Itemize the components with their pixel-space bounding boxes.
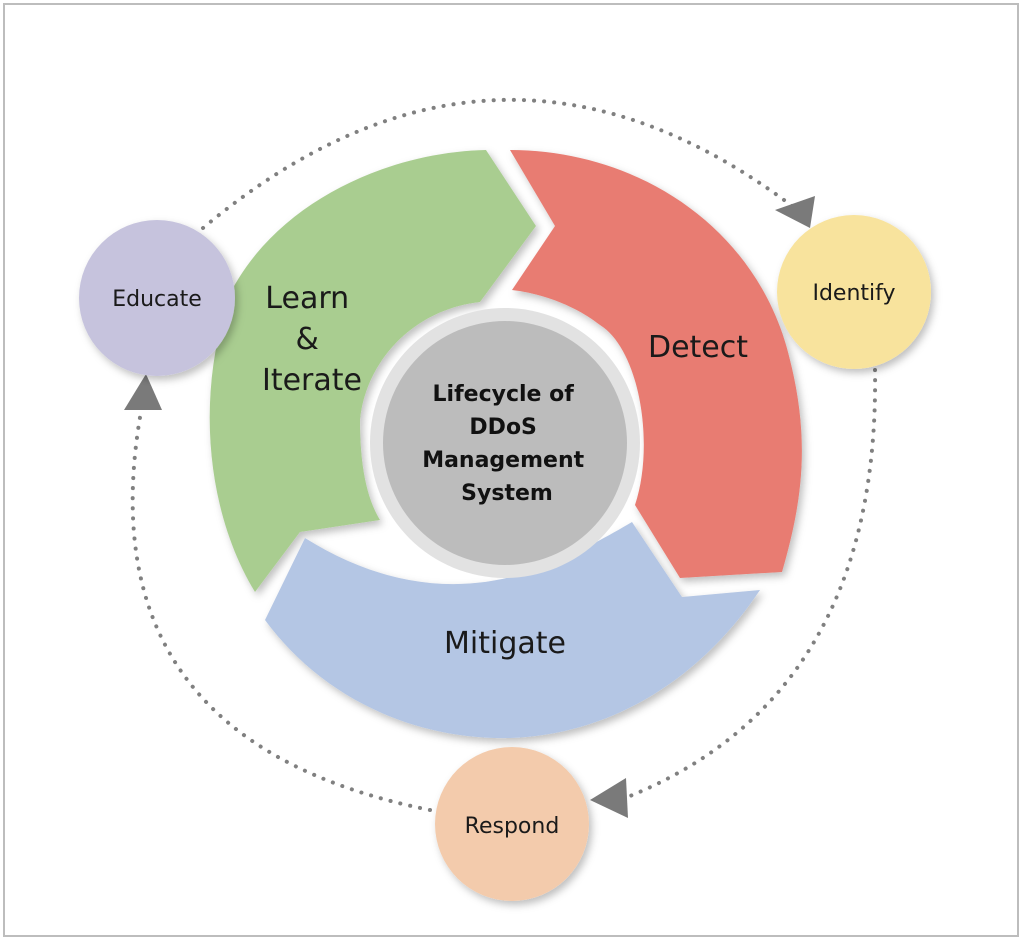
mitigate-label: Mitigate (444, 626, 566, 661)
center-title: Lifecycle of DDoS Management System (422, 382, 592, 506)
node-educate: Educate (79, 220, 235, 376)
learn-iterate-label: Learn & Iterate (262, 281, 362, 398)
educate-label: Educate (112, 287, 202, 312)
educate-circle (79, 220, 235, 376)
segment-detect (510, 150, 802, 578)
learn-line-3: Iterate (262, 363, 362, 398)
center-line-1: Lifecycle of (433, 382, 575, 407)
learn-line-2: & (296, 322, 319, 357)
identify-label: Identify (812, 281, 895, 306)
segment-mitigate (265, 522, 760, 739)
center-line-4: System (461, 481, 553, 506)
node-respond: Respond (435, 747, 589, 901)
arrowhead-to-identify (775, 196, 815, 228)
learn-line-1: Learn (265, 281, 349, 316)
outer-cycle (124, 97, 878, 818)
center-circle (383, 321, 627, 565)
identify-circle (777, 215, 931, 369)
arrowhead-to-educate (124, 374, 162, 410)
detect-label: Detect (648, 330, 748, 365)
dotted-arrow-identify-to-respond (618, 368, 878, 802)
respond-label: Respond (465, 814, 560, 839)
segment-learn-iterate (209, 150, 537, 592)
center-line-2: DDoS (469, 415, 536, 440)
node-identify: Identify (777, 215, 931, 369)
center-hub: Lifecycle of DDoS Management System (370, 308, 640, 578)
respond-circle (435, 747, 589, 901)
center-line-3: Management (422, 448, 584, 473)
dotted-arrow-educate-to-identify (201, 97, 802, 230)
arrowhead-to-respond (590, 778, 628, 818)
